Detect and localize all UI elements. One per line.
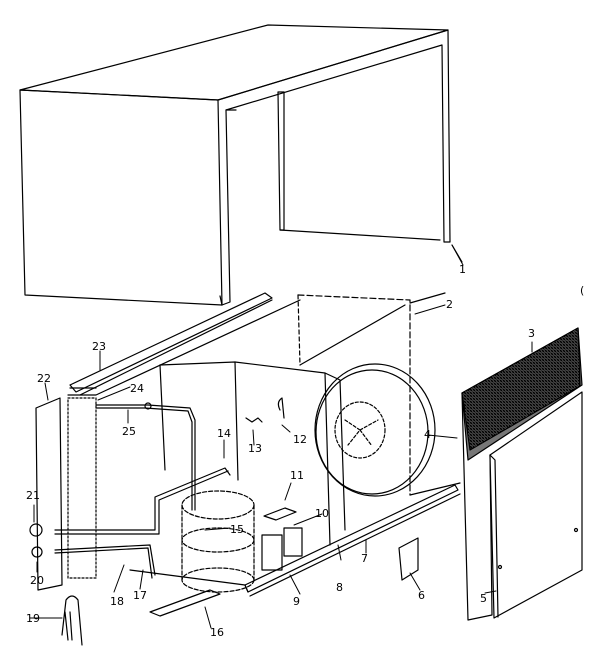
callout-21: 21 [26, 489, 40, 502]
callout-5: 5 [480, 592, 487, 605]
callout-23: 23 [92, 340, 106, 353]
callout-10: 10 [315, 507, 329, 520]
callout-20: 20 [30, 574, 44, 587]
partition-panel [160, 362, 345, 545]
callout-7: 7 [361, 552, 368, 565]
callout-16: 16 [210, 626, 224, 639]
leader-lines [30, 245, 532, 628]
service-valve-21 [30, 524, 42, 536]
callout-12: 12 [293, 433, 307, 446]
callout-9: 9 [293, 595, 300, 608]
callout-17: 17 [133, 589, 147, 602]
condenser-fan [315, 364, 435, 496]
evaporator-coil [36, 300, 300, 590]
capacitor-box [262, 528, 302, 570]
callout-13: 13 [248, 442, 262, 455]
callout-11: 11 [290, 469, 304, 482]
callout-2: 2 [446, 298, 453, 311]
callout-19: 19 [26, 612, 40, 625]
clip-part-12 [278, 398, 284, 418]
callout-6: 6 [418, 589, 425, 602]
tube-clip [62, 596, 82, 645]
callout-8: 8 [336, 581, 343, 594]
callout-3: 3 [528, 327, 535, 340]
drain-tray [150, 590, 220, 616]
refrigerant-tubing [55, 403, 230, 578]
callout-18: 18 [110, 595, 124, 608]
access-plate [399, 538, 418, 580]
callout-15: 15 [230, 523, 244, 536]
callout-22: 22 [37, 372, 51, 385]
compressor [182, 491, 254, 592]
callout-24: 24 [130, 382, 144, 395]
base-pan [70, 293, 460, 495]
cabinet-wrapper [20, 25, 462, 305]
filter-screen [462, 328, 582, 620]
terminal-cover [264, 508, 296, 520]
stray-mark: ( [580, 284, 585, 297]
callout-4: 4 [424, 428, 431, 441]
base-rail [130, 485, 460, 596]
callout-25: 25 [122, 425, 136, 438]
service-valve-20 [32, 547, 42, 557]
callout-1: 1 [459, 263, 466, 276]
bracket-part-13 [246, 418, 262, 422]
front-panel [490, 392, 582, 618]
callout-14: 14 [217, 427, 231, 440]
